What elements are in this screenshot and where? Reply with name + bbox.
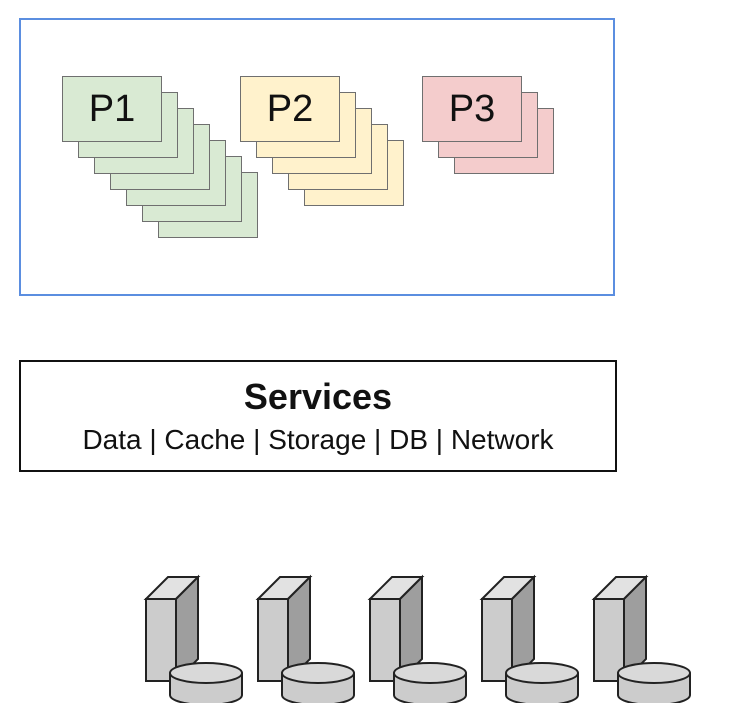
server-with-disk-icon — [145, 576, 243, 703]
server-with-disk-icon — [481, 576, 579, 703]
application-frame — [19, 18, 615, 296]
process-card — [240, 76, 340, 142]
process-card — [422, 76, 522, 142]
process-card — [62, 76, 162, 142]
process-label-p1: P1 — [88, 87, 136, 130]
process-label-p2: P2 — [266, 87, 314, 130]
server-row — [145, 576, 691, 703]
server-with-disk-icon — [257, 576, 355, 703]
services-box: Services Data | Cache | Storage | DB | N… — [19, 360, 617, 472]
process-label-p3: P3 — [448, 87, 496, 130]
server-with-disk-icon — [593, 576, 691, 703]
server-with-disk-icon — [369, 576, 467, 703]
services-list: Data | Cache | Storage | DB | Network — [82, 424, 554, 455]
services-title: Services — [243, 376, 393, 417]
